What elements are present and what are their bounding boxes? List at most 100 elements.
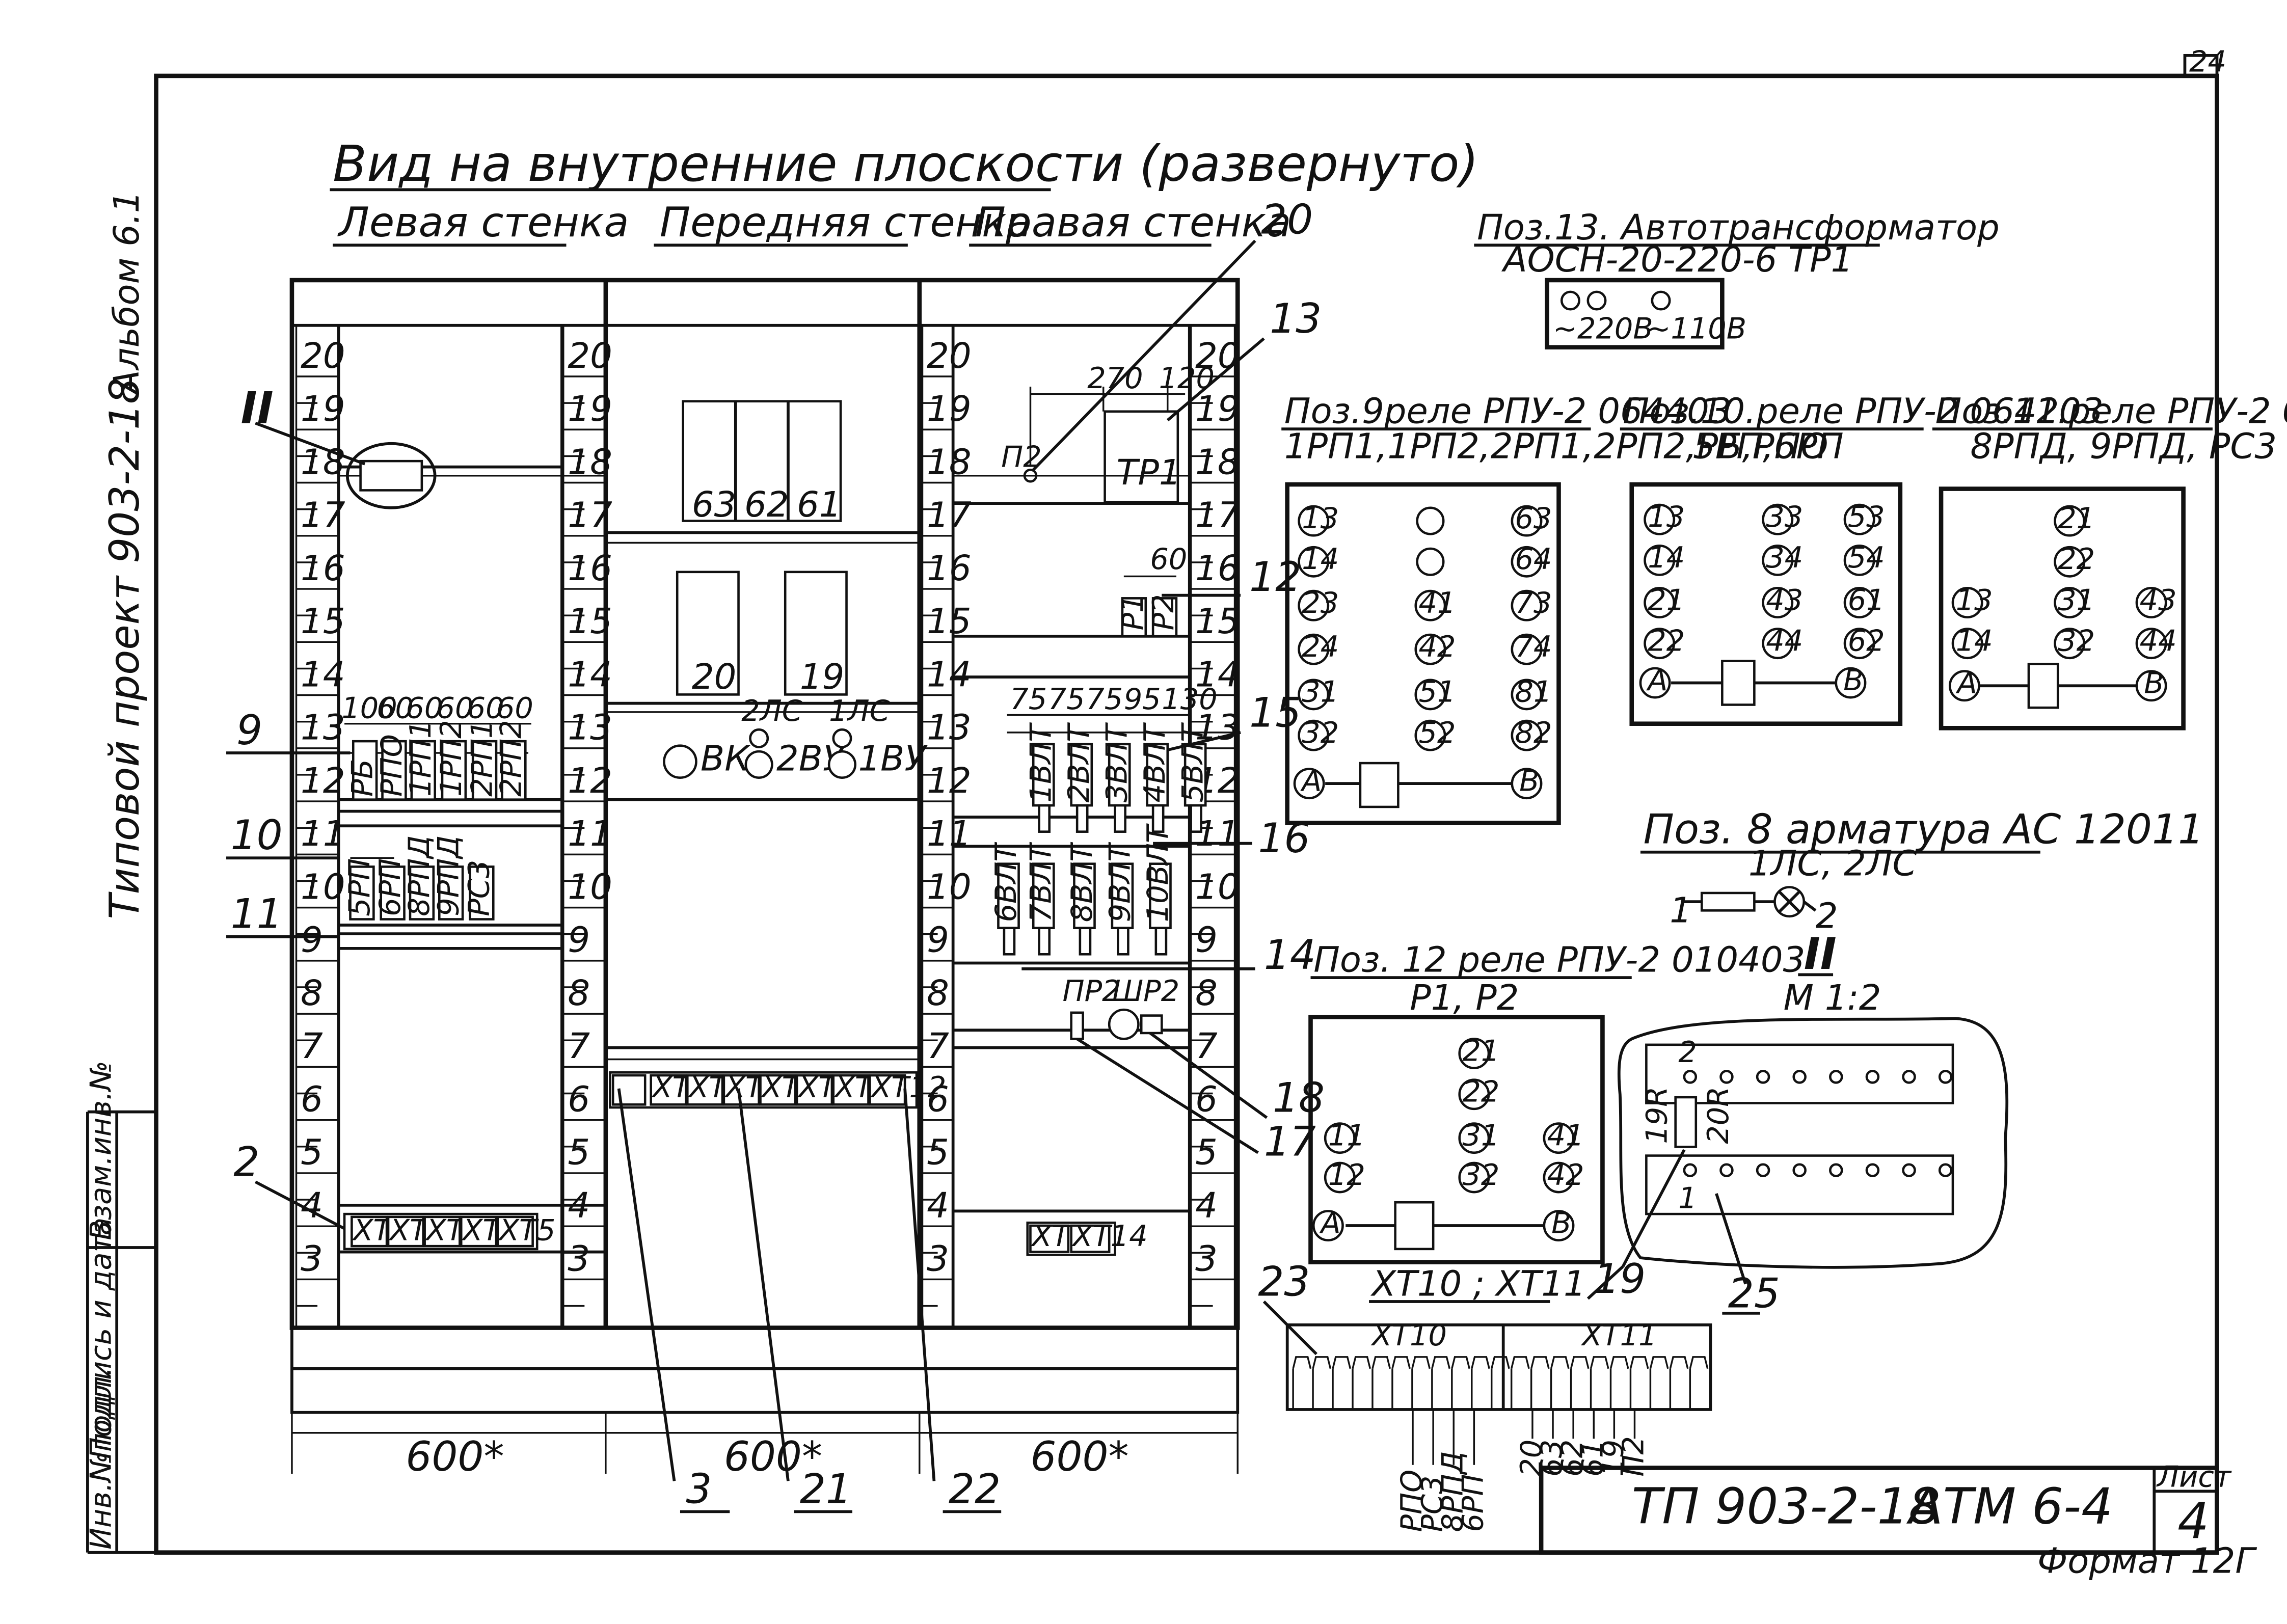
scale-number-13: 13: [568, 708, 612, 748]
detail-II-n1: 1: [1678, 1181, 1697, 1215]
pin-В: В: [1843, 663, 1863, 697]
bottom-callouts: 3 21 22: [617, 1088, 1002, 1513]
pin-circle: [1298, 719, 1330, 751]
relay-1ВЛТ: [1032, 743, 1055, 807]
detail-II-n2: 2: [1678, 1035, 1697, 1069]
pin-12: 12: [1328, 1158, 1365, 1192]
relay-2РП1: [471, 740, 498, 801]
relay-10ВЛТ-base: [1154, 927, 1168, 956]
hole: [1756, 1163, 1770, 1177]
pin-А: А: [1300, 764, 1322, 798]
pos8-subtitle: 1ЛС, 2ЛС: [1748, 844, 1917, 884]
right-dim-75-1: 75: [1048, 682, 1085, 716]
scale-number-8: 8: [301, 973, 323, 1014]
relay-5РП: [349, 865, 375, 921]
unit-20: 20: [692, 657, 736, 697]
dim-right: 600*: [1030, 1433, 1128, 1480]
hole: [1938, 1163, 1953, 1177]
scale-number-7: 7: [301, 1026, 323, 1067]
terminal-ХТ12: [869, 1074, 906, 1106]
scale-number-14: 14: [1195, 654, 1240, 695]
right-callouts: 20 13 12 15 16 14 18 17: [1021, 196, 1325, 1166]
pin-circle: [1414, 679, 1446, 711]
pin-41: 41: [1418, 586, 1456, 620]
pin-74: 74: [1515, 630, 1552, 664]
album-label: Альбом 6.1: [106, 191, 147, 396]
pin-circle: [1458, 1038, 1490, 1069]
terminal-ХТ3: [423, 1215, 461, 1248]
title-sheet-no: 4: [2177, 1492, 2209, 1550]
project-label: Типовой проект 903-2-18: [101, 378, 148, 919]
pin-51: 51: [1418, 675, 1456, 709]
right-wall-title: Правая стенка: [975, 199, 1292, 246]
pin-13: 13: [1956, 583, 1993, 617]
relay-R2: Р2: [1146, 594, 1180, 630]
relay-8ВЛТ-base: [1079, 927, 1092, 956]
strip-cell: [1371, 1356, 1391, 1369]
scale-number-5: 5: [1195, 1132, 1218, 1173]
hole: [1865, 1163, 1880, 1177]
wire-61: 61: [1575, 1440, 1609, 1477]
callout-23: 23: [1258, 1258, 1310, 1306]
pin-circle: [1762, 587, 1794, 618]
pin-14: 14: [1956, 624, 1993, 658]
strip-cell: [1649, 1356, 1669, 1369]
pos10-title: Поз.10.реле РПУ-2 064203: [1623, 391, 2104, 432]
wire-62: 62: [1555, 1440, 1589, 1477]
pin-circle: [1298, 589, 1330, 621]
scale-number-19: 19: [568, 389, 612, 429]
hole: [1829, 1070, 1843, 1084]
pos12-title: Поз. 12 реле РПУ-2 010403: [1313, 940, 1805, 981]
scale-number-6: 6: [927, 1079, 949, 1120]
scale-number-20: 20: [568, 336, 612, 376]
terminal-end: [611, 1074, 647, 1106]
scale-number-8: 8: [1195, 973, 1218, 1014]
scale-number-19: 19: [1195, 389, 1240, 429]
callout-18: 18: [1273, 1074, 1325, 1122]
callout-21: 21: [800, 1465, 852, 1512]
strip-cell: [1669, 1356, 1689, 1369]
detail-II-r2: 20R: [1701, 1087, 1735, 1144]
strip-cell: [1550, 1356, 1570, 1369]
scale-number-17: 17: [568, 495, 612, 536]
callout-9: 9: [236, 707, 262, 754]
wire-19: 19: [1596, 1440, 1630, 1477]
terminal-ХТ13: [1029, 1224, 1070, 1253]
pin-circle: [1543, 1210, 1575, 1241]
view-title: Вид на внутренние плоскости (развернуто): [333, 135, 1478, 193]
terminal-ХТ7: [686, 1074, 724, 1106]
scale-number-18: 18: [568, 442, 612, 482]
terminal-strip: 23 ХТ10 ХТ11: [1258, 1258, 1712, 1411]
scale-number-5: 5: [568, 1132, 590, 1173]
relay-10ВЛТ-label: 10ВЛТ: [1141, 823, 1175, 922]
lamp-2LS-label: 2ЛС: [741, 694, 802, 728]
pin-circle: [1639, 667, 1671, 699]
detail-II: II М 1:2 2 1 19R 20R 25 19: [1586, 929, 2009, 1317]
pin-circle: [2054, 546, 2086, 578]
scale-number-20: 20: [1195, 336, 1240, 376]
scale-number-15: 15: [1195, 601, 1240, 642]
terminal-ХТ10: [795, 1074, 833, 1106]
relay-3ВЛТ-base: [1114, 804, 1126, 833]
scale-number-3: 3: [1195, 1238, 1218, 1279]
pos11-relay: Поз.11.реле РПУ-2 062203 8РПД, 9РПД, РС3: [1932, 391, 2287, 730]
relay-9ВЛТ-base: [1117, 927, 1129, 956]
pin-42: 42: [1418, 630, 1456, 664]
pin-circle: [1948, 670, 1980, 702]
pin-circle: [1414, 719, 1446, 751]
pin-circle: [1458, 1122, 1490, 1154]
front-wall-title: Передняя стенка: [660, 199, 1032, 246]
left-dim-4: 60: [467, 691, 504, 725]
pin-circle: [1543, 1161, 1575, 1194]
pin-13: 13: [1648, 500, 1685, 534]
scale-number-16: 16: [1195, 548, 1240, 589]
scale-number-16: 16: [301, 548, 345, 589]
pin-52: 52: [1418, 716, 1456, 750]
pin-circle: [1843, 544, 1875, 576]
